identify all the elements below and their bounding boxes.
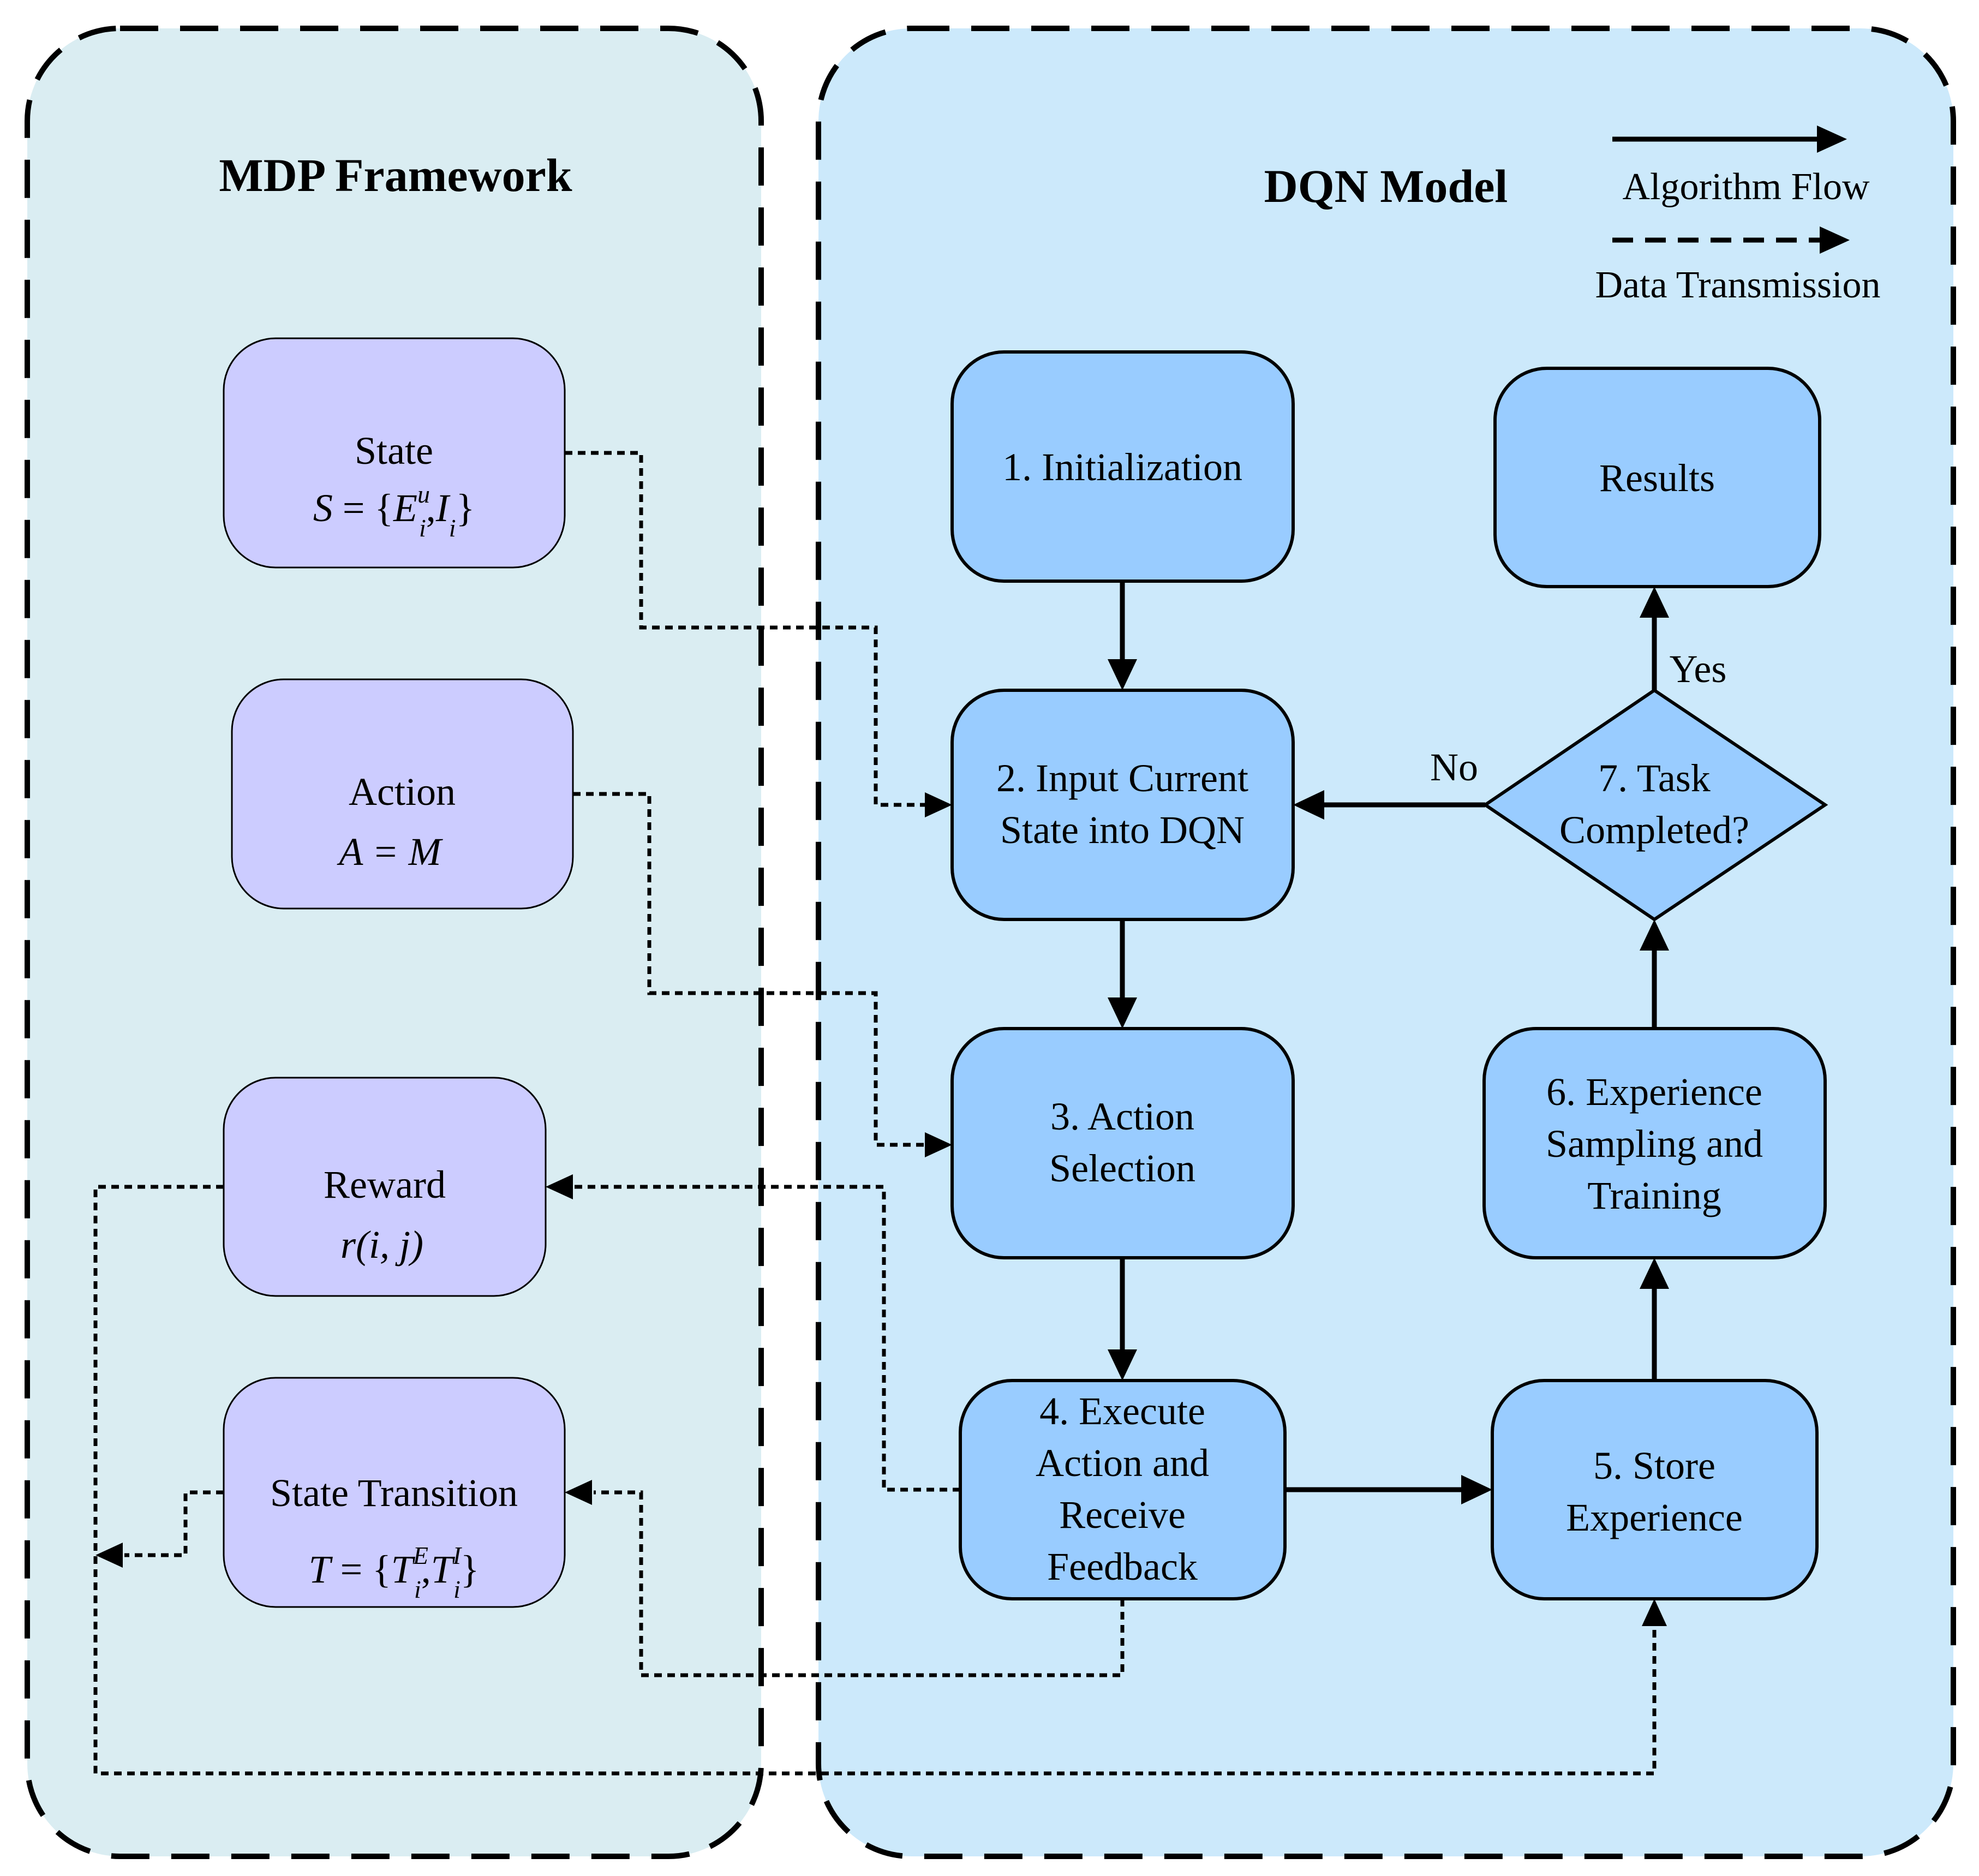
data-arrowhead-store <box>1642 1599 1667 1626</box>
algorithm-flow-arrows <box>1120 581 1657 1492</box>
data-execute-to-reward <box>575 1185 960 1492</box>
arrowhead-6-to-7 <box>1640 919 1669 951</box>
data-transmission-arrowheads <box>95 792 1667 1626</box>
node-results-text: Results <box>1599 456 1715 500</box>
reward-formula: r(i, j) <box>340 1223 423 1266</box>
data-action-to-selection <box>573 792 926 1147</box>
legend-solid-arrowhead <box>1817 126 1847 153</box>
mdp-panel <box>25 26 764 1859</box>
arrowhead-no <box>1293 790 1324 820</box>
data-reward-to-store <box>93 1185 1657 1776</box>
legend: Algorithm Flow Data Transmission <box>1595 126 1881 306</box>
arrowhead-5-to-6 <box>1640 1258 1669 1289</box>
state-transition-label: State Transition <box>270 1471 518 1515</box>
arrowhead-3-to-4 <box>1108 1349 1137 1381</box>
arrowhead-1-to-2 <box>1108 659 1137 690</box>
algorithm-flow-arrowheads <box>1108 587 1669 1504</box>
node-results: Results <box>1493 367 1821 588</box>
data-execute-to-transition <box>594 1490 1125 1677</box>
arrowhead-4-to-5 <box>1461 1475 1492 1504</box>
state-label: State <box>355 429 433 473</box>
node-results-box <box>1493 367 1821 588</box>
data-transition-to-left <box>124 1490 224 1557</box>
legend-dashed-arrowhead <box>1820 226 1850 254</box>
node-store-experience-box <box>1491 1379 1819 1600</box>
dqn-panel-title: DQN Model <box>1264 160 1508 212</box>
action-node: Action A = M <box>231 678 574 910</box>
action-formula: A = M <box>337 830 443 874</box>
node-input-state-box <box>950 689 1295 921</box>
data-arrowhead-input <box>925 792 952 817</box>
mdp-panel-title: MDP Framework <box>219 149 572 201</box>
data-arrowhead-transition <box>565 1480 592 1505</box>
data-arrowhead-left <box>95 1543 123 1568</box>
reward-node: Reward r(i, j) <box>223 1077 547 1297</box>
edge-label-yes: Yes <box>1670 647 1727 691</box>
node-initialization: 1. Initialization <box>950 350 1295 583</box>
data-arrowhead-selection <box>925 1132 952 1157</box>
node-initialization-text: 1. Initialization <box>1002 445 1242 489</box>
node-action-selection-box <box>950 1027 1295 1259</box>
edge-label-no: No <box>1430 745 1478 789</box>
legend-dashed-label: Data Transmission <box>1595 264 1880 306</box>
action-label: Action <box>349 770 456 814</box>
legend-solid-label: Algorithm Flow <box>1622 166 1870 208</box>
data-state-to-input <box>565 451 926 807</box>
arrowhead-7-to-results <box>1640 587 1669 618</box>
data-arrowhead-reward <box>546 1174 573 1199</box>
reward-label: Reward <box>324 1163 446 1206</box>
arrowhead-2-to-3 <box>1108 997 1137 1029</box>
data-transmission-lines <box>93 451 1657 1776</box>
